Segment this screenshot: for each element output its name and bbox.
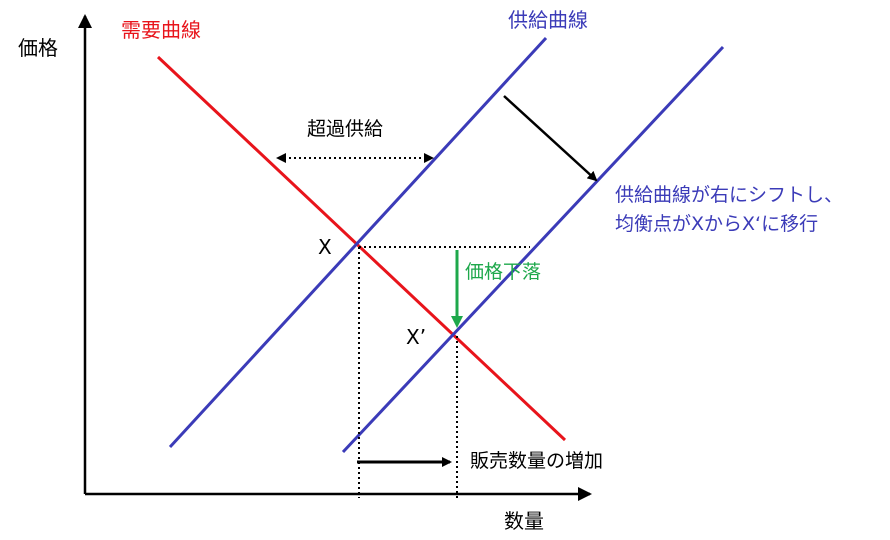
equilibrium-point-x-prime: X’ [406, 325, 427, 349]
shift-note-line1: 供給曲線が右にシフトし、 [615, 184, 844, 206]
excess-supply-label: 超過供給 [307, 118, 384, 140]
supply-curve-shifted [341, 45, 725, 454]
sales-increase-label: 販売数量の増加 [470, 450, 604, 472]
y-axis-label: 価格 [18, 36, 58, 60]
price-drop-label: 価格下落 [465, 261, 542, 283]
demand-curve-label: 需要曲線 [121, 18, 201, 42]
x-axis-label: 数量 [504, 509, 544, 533]
supply-curve-label: 供給曲線 [508, 8, 588, 32]
equilibrium-point-x: X [318, 235, 332, 259]
shift-arrow [503, 95, 598, 182]
supply-curve-original [168, 36, 548, 449]
demand-curve [156, 55, 567, 442]
shift-note-line2: 均衡点がXからX‘に移行 [615, 213, 819, 235]
